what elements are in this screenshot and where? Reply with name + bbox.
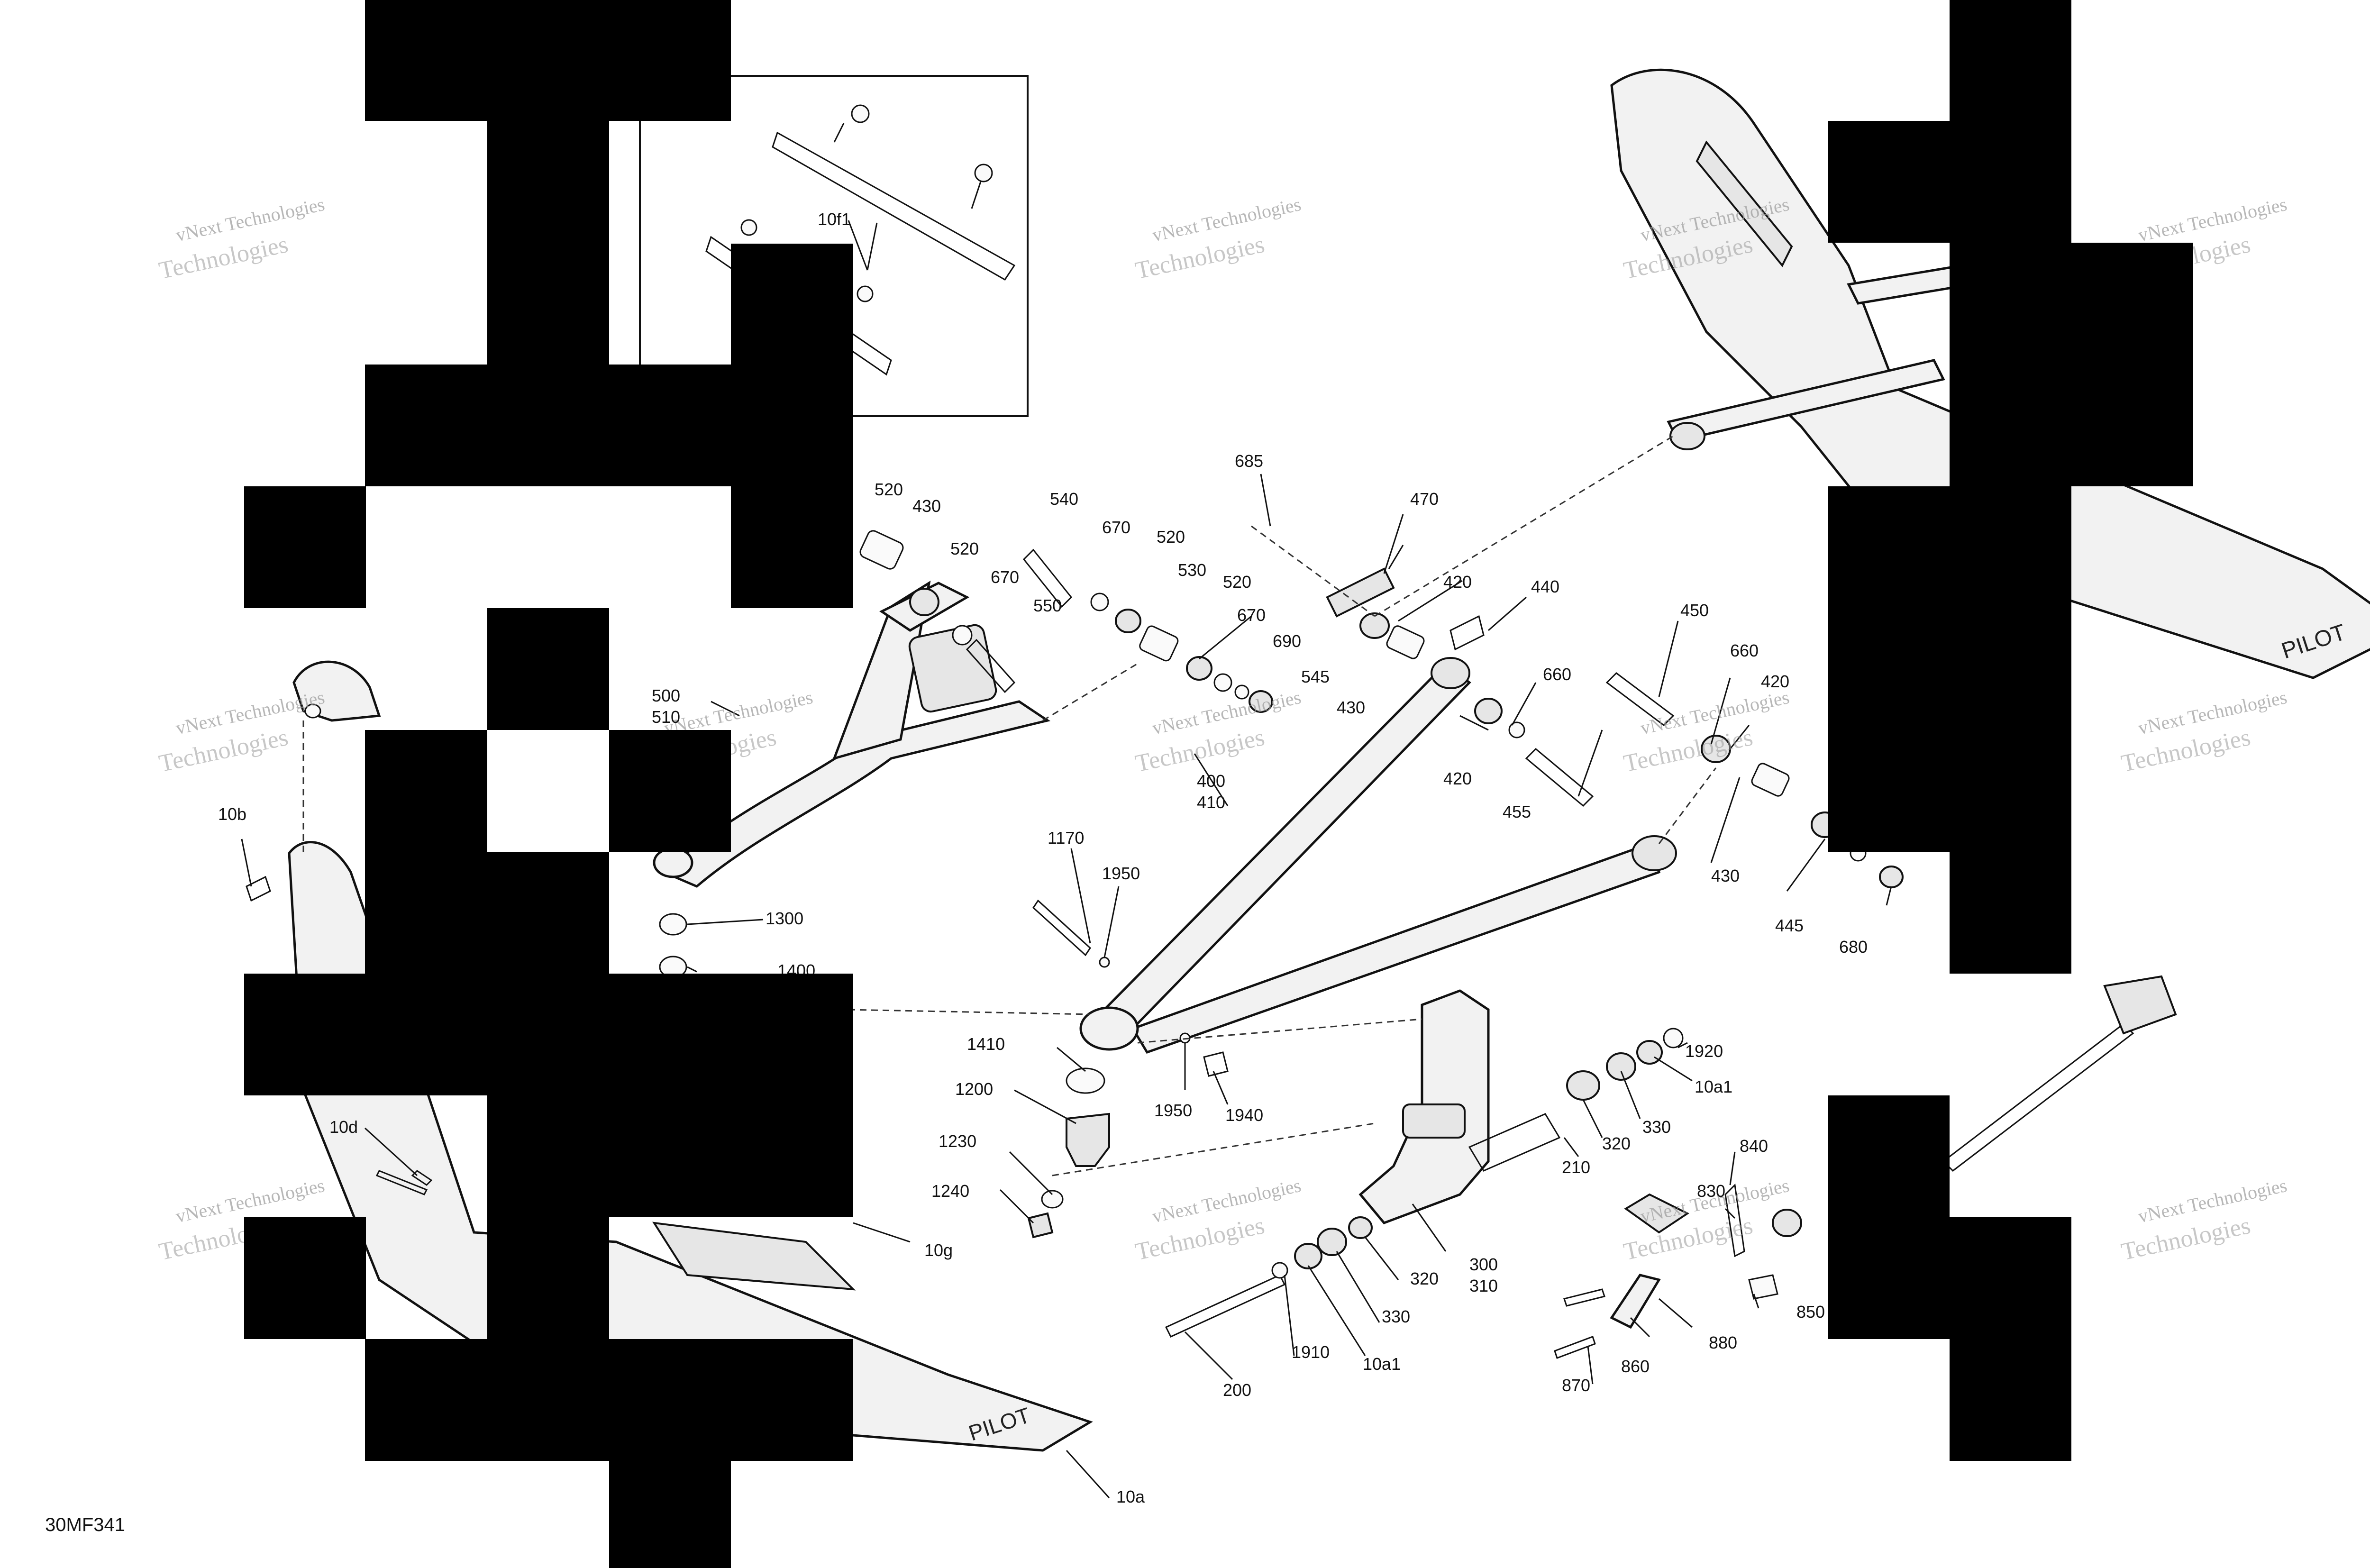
redaction-blocks	[244, 0, 2193, 1568]
callout-label: 545	[1301, 667, 1330, 686]
callout-label: 330	[1382, 1307, 1410, 1326]
callout-label: 420	[1443, 769, 1472, 788]
callout-label: 445	[1775, 916, 1804, 935]
callout-label: 680	[1839, 937, 1868, 957]
callout-label: 10a	[1116, 1487, 1145, 1506]
callout-label: 1200	[955, 1079, 993, 1099]
callout-label: 320	[1410, 1269, 1439, 1288]
callout-label: 1950	[1102, 864, 1140, 883]
callout-labels: 10f1 520 430 520 670 550 540 670 520 530…	[218, 210, 1868, 1506]
callout-label: 10f1	[818, 210, 851, 229]
callout-label: 530	[1178, 560, 1206, 580]
callout-label: 1920	[1685, 1041, 1723, 1061]
callout-label: 200	[1223, 1380, 1251, 1400]
callout-label: 420	[1443, 572, 1472, 592]
callout-label: 500	[652, 686, 680, 705]
callout-label: 300	[1469, 1255, 1498, 1274]
callout-label: 870	[1562, 1376, 1590, 1395]
bushing-row-left	[859, 530, 1273, 713]
callout-label: 520	[950, 539, 979, 558]
callout-label: 670	[991, 567, 1019, 587]
callout-label: 830	[1697, 1181, 1725, 1201]
callout-label: 540	[1050, 489, 1078, 509]
callout-label: 320	[1602, 1134, 1631, 1153]
callout-label: 1910	[1292, 1342, 1330, 1362]
callout-label: 430	[912, 496, 941, 516]
callout-label: 10b	[218, 804, 246, 824]
callout-label: 10d	[329, 1117, 358, 1137]
callout-label: 420	[1761, 672, 1789, 691]
callout-label: 685	[1235, 451, 1263, 471]
callout-label: 840	[1740, 1136, 1768, 1156]
callout-label: 10g	[924, 1240, 953, 1260]
callout-label: 520	[1223, 572, 1251, 592]
callout-label: 430	[1337, 698, 1365, 717]
callout-label: 520	[1157, 527, 1185, 547]
callout-label: 880	[1709, 1333, 1737, 1352]
callout-label: 660	[1543, 665, 1571, 684]
callout-label: 310	[1469, 1276, 1498, 1295]
drawing-code: 30MF341	[45, 1514, 125, 1535]
callout-label: 670	[1102, 518, 1130, 537]
callout-label: 210	[1562, 1158, 1590, 1177]
callout-leaders	[241, 220, 1892, 1499]
callout-label: 1300	[766, 909, 803, 928]
callout-label: 520	[875, 480, 903, 499]
part-linework: PILOT PILOT	[246, 68, 2370, 1452]
callout-label: 1230	[939, 1131, 976, 1151]
callout-label: 1240	[931, 1181, 969, 1201]
callout-label: 1940	[1225, 1105, 1263, 1125]
callout-label: 1410	[967, 1034, 1005, 1054]
callout-label: 10a1	[1363, 1354, 1401, 1374]
callout-label: 1950	[1154, 1101, 1192, 1120]
callout-label: 450	[1680, 601, 1709, 620]
callout-label: 850	[1796, 1302, 1825, 1322]
callout-label: 410	[1197, 793, 1225, 812]
callout-label: 670	[1237, 605, 1266, 625]
callout-label: 690	[1273, 631, 1301, 651]
callout-label: 510	[652, 707, 680, 727]
callout-label: 10a1	[1695, 1077, 1732, 1096]
callout-label: 430	[1711, 866, 1740, 885]
callout-label: 860	[1621, 1357, 1650, 1376]
callout-label: 470	[1410, 489, 1439, 509]
callout-label: 1170	[1048, 828, 1084, 848]
callout-label: 660	[1730, 641, 1759, 660]
callout-label: 550	[1033, 596, 1062, 615]
callout-label: 400	[1197, 771, 1225, 791]
assembly-leader-lines	[302, 435, 1717, 1176]
callout-label: 455	[1503, 802, 1531, 821]
callout-label: 440	[1531, 577, 1559, 596]
callout-label: 330	[1642, 1117, 1671, 1137]
